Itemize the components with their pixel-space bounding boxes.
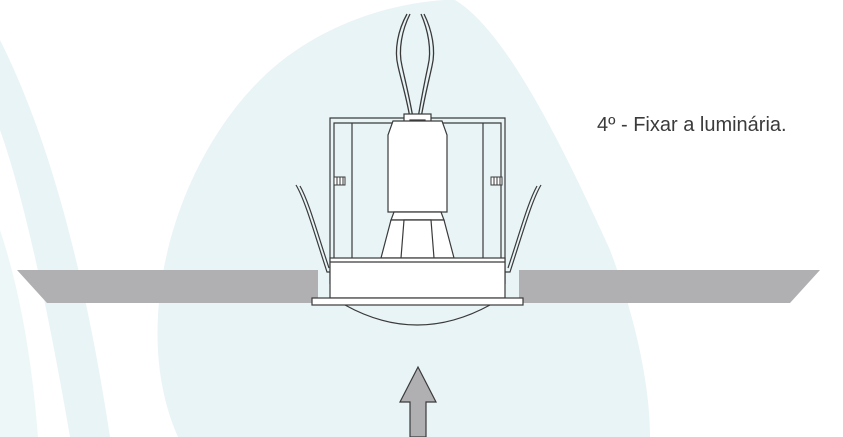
- wire-left: [395, 13, 411, 119]
- left-spring-clip-inner: [299, 185, 330, 269]
- wire-right-inner: [417, 13, 431, 119]
- lamp-bulb: [380, 211, 455, 259]
- right-spring-clip: [505, 184, 542, 273]
- ceiling-left-section: [17, 270, 318, 303]
- up-arrow-icon: [399, 365, 437, 437]
- step-instruction: 4º - Fixar a luminária.: [597, 114, 787, 136]
- diffuser-lens: [344, 304, 491, 326]
- background-watermark: [0, 0, 650, 437]
- wire-left-inner: [399, 13, 414, 119]
- right-spring-clip-inner: [507, 185, 538, 269]
- bulb-base: [390, 211, 445, 221]
- watermark-left-streak-2: [0, 230, 38, 437]
- lamp-socket: [387, 113, 448, 213]
- left-spring-clip: [295, 184, 330, 273]
- trim-flange: [311, 297, 524, 306]
- trim-ring: [311, 257, 524, 326]
- electric-wires: [395, 13, 435, 119]
- ceiling-right-section: [519, 270, 820, 303]
- trim-body: [329, 257, 506, 299]
- ceiling-panel: [17, 270, 820, 303]
- screws: [333, 176, 503, 186]
- socket-body: [387, 120, 448, 213]
- spring-clips: [295, 184, 542, 273]
- watermark-left-streak: [0, 40, 110, 437]
- wire-right: [420, 13, 435, 119]
- bulb-reflector-shade: [400, 219, 435, 259]
